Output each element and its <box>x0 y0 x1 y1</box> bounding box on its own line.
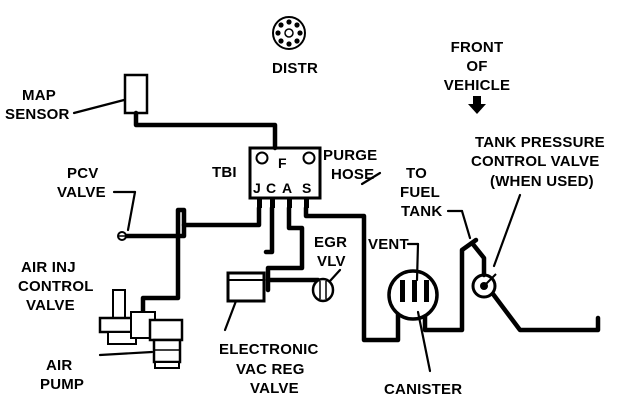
svg-text:EGR: EGR <box>314 234 347 251</box>
tank-pressure-control-valve <box>471 273 497 299</box>
svg-text:MAP: MAP <box>22 87 56 104</box>
egr-valve <box>311 277 335 303</box>
svg-text:ELECTRONIC: ELECTRONIC <box>219 341 319 358</box>
front-of-vehicle-label: FRONT OF VEHICLE <box>444 39 510 94</box>
svg-text:PUMP: PUMP <box>40 376 84 393</box>
distributor-icon <box>272 16 306 50</box>
pcv-valve-label: PCV VALVE <box>57 165 106 201</box>
tbi-port-c: C <box>266 180 276 196</box>
air-inj-control-valve-label: AIR INJ CONTROL VALVE <box>18 259 94 314</box>
tank-pressure-control-valve-label: TANK PRESSURE CONTROL VALVE (WHEN USED) <box>471 134 605 190</box>
vent-label: VENT <box>368 236 409 253</box>
map-sensor <box>123 73 149 115</box>
svg-text:TANK PRESSURE: TANK PRESSURE <box>475 134 605 151</box>
electronic-vac-reg-valve <box>226 271 266 303</box>
vac-reg-hose <box>263 205 275 255</box>
svg-text:(WHEN USED): (WHEN USED) <box>490 173 594 190</box>
purge-hose-label: PURGE HOSE <box>323 147 377 183</box>
pcv-valve <box>117 231 127 241</box>
to-fuel-tank-label: TO FUEL TANK <box>400 165 442 220</box>
tbi-port-a: A <box>282 180 292 196</box>
svg-text:FUEL: FUEL <box>400 184 440 201</box>
egr-hose-2 <box>265 277 321 286</box>
tbi-label: TBI <box>212 164 237 181</box>
egr-hose <box>265 205 305 293</box>
down-arrow-icon <box>468 96 486 114</box>
purge-hose-line <box>303 205 401 343</box>
air-pump-label: AIR PUMP <box>40 357 84 393</box>
map-hose <box>133 110 278 151</box>
svg-text:FRONT: FRONT <box>451 39 504 56</box>
air-pump <box>148 318 184 369</box>
air-inj-hose <box>140 207 187 321</box>
distr-label: DISTR <box>272 60 318 77</box>
tbi-port-j: J <box>253 180 261 196</box>
svg-text:OF: OF <box>466 58 487 75</box>
canister <box>387 269 439 321</box>
electronic-vac-reg-valve-label: ELECTRONIC VAC REG VALVE <box>219 341 319 397</box>
svg-text:CONTROL: CONTROL <box>18 278 94 295</box>
svg-text:HOSE: HOSE <box>331 166 374 183</box>
canister-label: CANISTER <box>384 381 462 398</box>
tbi-nipples <box>257 198 309 208</box>
svg-text:VAC REG: VAC REG <box>236 361 305 378</box>
svg-text:PURGE: PURGE <box>323 147 377 164</box>
svg-text:SENSOR: SENSOR <box>5 106 70 123</box>
svg-text:VALVE: VALVE <box>26 297 75 314</box>
tbi-unit <box>248 146 322 200</box>
tbi-port-s: S <box>302 180 312 196</box>
pcv-hose <box>119 205 262 239</box>
svg-text:CONTROL VALVE: CONTROL VALVE <box>471 153 599 170</box>
tank-side-hose <box>487 287 601 333</box>
svg-text:PCV: PCV <box>67 165 98 182</box>
map-sensor-label: MAP SENSOR <box>5 87 70 123</box>
svg-text:VLV: VLV <box>317 253 346 270</box>
tbi-port-f: F <box>278 155 287 171</box>
svg-text:VALVE: VALVE <box>57 184 106 201</box>
svg-text:VALVE: VALVE <box>250 380 299 397</box>
svg-text:TO: TO <box>406 165 427 182</box>
svg-text:TANK: TANK <box>401 203 442 220</box>
egr-vlv-label: EGR VLV <box>314 234 347 270</box>
svg-text:AIR INJ: AIR INJ <box>21 259 76 276</box>
svg-text:AIR: AIR <box>46 357 72 374</box>
svg-text:VEHICLE: VEHICLE <box>444 77 510 94</box>
